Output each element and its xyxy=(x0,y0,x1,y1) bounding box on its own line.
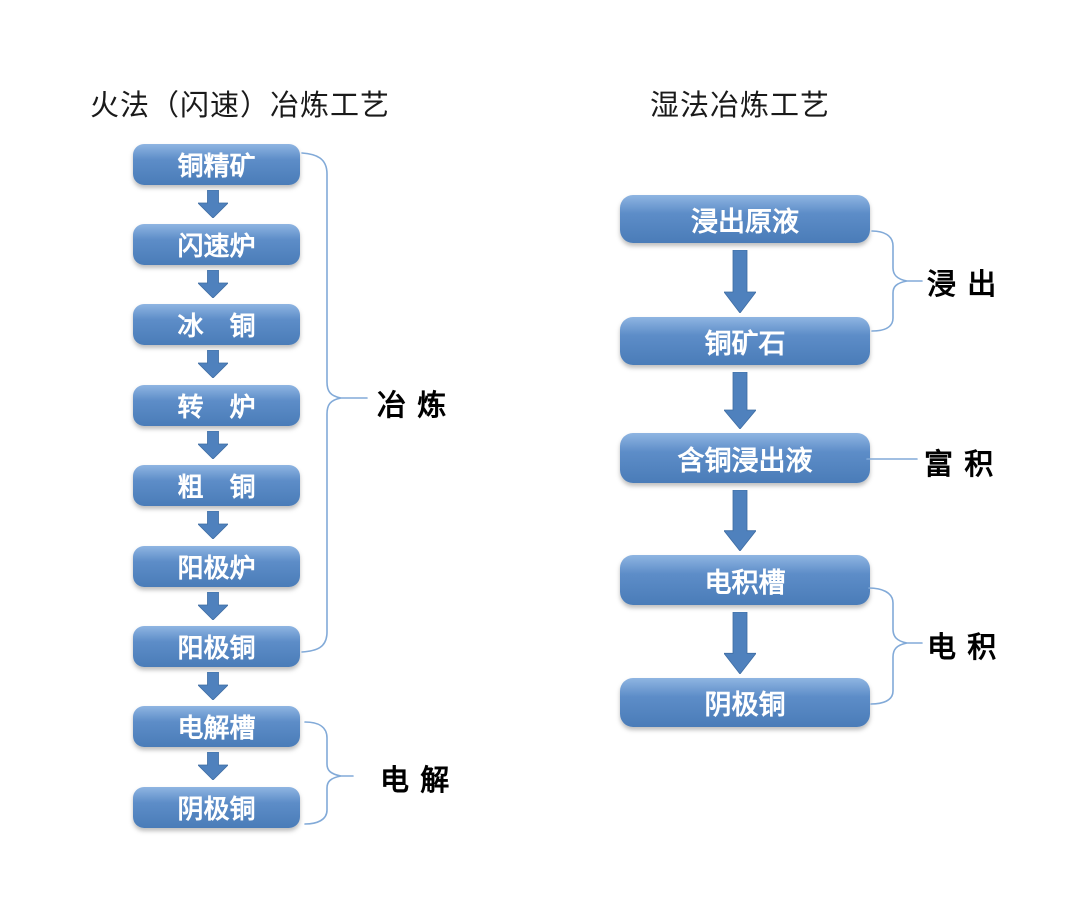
right-box-copper-ore: 铜矿石 xyxy=(620,317,870,365)
left-box-matte: 冰 铜 xyxy=(133,304,300,345)
down-arrow-icon xyxy=(198,350,228,378)
down-arrow-icon xyxy=(198,190,228,218)
left-box-converter: 转 炉 xyxy=(133,385,300,426)
left-box-flash-furnace: 闪速炉 xyxy=(133,224,300,265)
right-box-copper-bearing-leachate: 含铜浸出液 xyxy=(620,433,870,483)
stage-label-smelting: 冶 炼 xyxy=(377,390,449,422)
smelting-brace xyxy=(301,152,368,653)
leaching-brace xyxy=(871,230,923,332)
down-arrow-icon xyxy=(198,672,228,700)
left-box-electrolytic-cell: 电解槽 xyxy=(133,706,300,747)
stage-label-electrowinning: 电 积 xyxy=(927,632,999,664)
down-arrow-icon xyxy=(198,270,228,298)
right-box-leach-stock-solution: 浸出原液 xyxy=(620,195,870,243)
down-arrow-icon xyxy=(724,250,756,313)
left-box-anode-furnace: 阳极炉 xyxy=(133,546,300,587)
left-box-copper-concentrate: 铜精矿 xyxy=(133,144,300,185)
down-arrow-icon xyxy=(198,511,228,539)
down-arrow-icon xyxy=(198,752,228,780)
stage-label-enrichment: 富 积 xyxy=(924,449,996,481)
left-box-cathode-copper: 阴极铜 xyxy=(133,787,300,828)
stage-label-electrolysis: 电 解 xyxy=(380,765,452,797)
electrowinning-brace xyxy=(868,587,923,705)
electrolysis-brace xyxy=(304,721,354,825)
down-arrow-icon xyxy=(198,592,228,620)
down-arrow-icon xyxy=(198,431,228,459)
right-flow-title: 湿法冶炼工艺 xyxy=(650,90,831,122)
down-arrow-icon xyxy=(724,612,756,674)
left-box-anode-copper: 阳极铜 xyxy=(133,626,300,667)
down-arrow-icon xyxy=(724,490,756,551)
right-box-cathode-copper: 阴极铜 xyxy=(620,678,870,727)
left-flow-title: 火法（闪速）冶炼工艺 xyxy=(90,90,391,122)
right-box-electrowinning-cell: 电积槽 xyxy=(620,555,870,605)
left-box-blister-copper: 粗 铜 xyxy=(133,465,300,506)
stage-label-leaching: 浸 出 xyxy=(927,269,999,301)
down-arrow-icon xyxy=(724,372,756,429)
